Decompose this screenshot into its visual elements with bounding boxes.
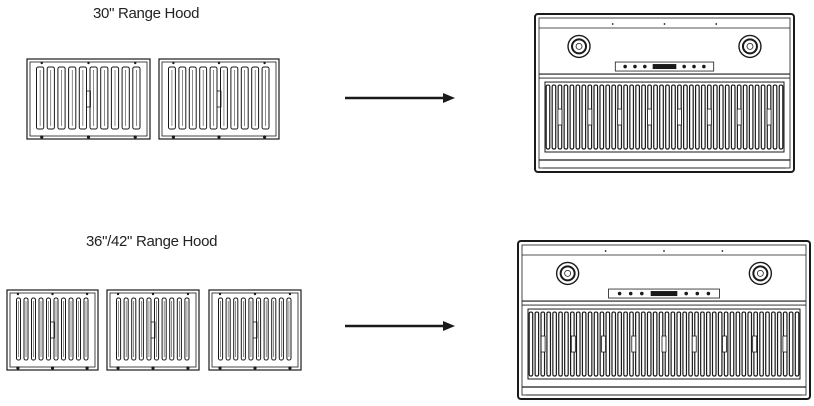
arrow-36-42 [345, 321, 455, 331]
range-hood-30 [534, 13, 795, 173]
title-36-42-range-hood: 36"/42" Range Hood [86, 233, 218, 250]
title-30-range-hood: 30" Range Hood [93, 5, 200, 22]
baffle-filter-36-3 [208, 289, 302, 371]
arrow-30 [345, 93, 455, 103]
baffle-filter-36-2 [106, 289, 200, 371]
baffle-filter-36-1 [6, 289, 99, 371]
baffle-filter-30-2 [158, 58, 280, 140]
baffle-filter-30-1 [26, 58, 151, 140]
range-hood-36-42 [517, 240, 811, 400]
